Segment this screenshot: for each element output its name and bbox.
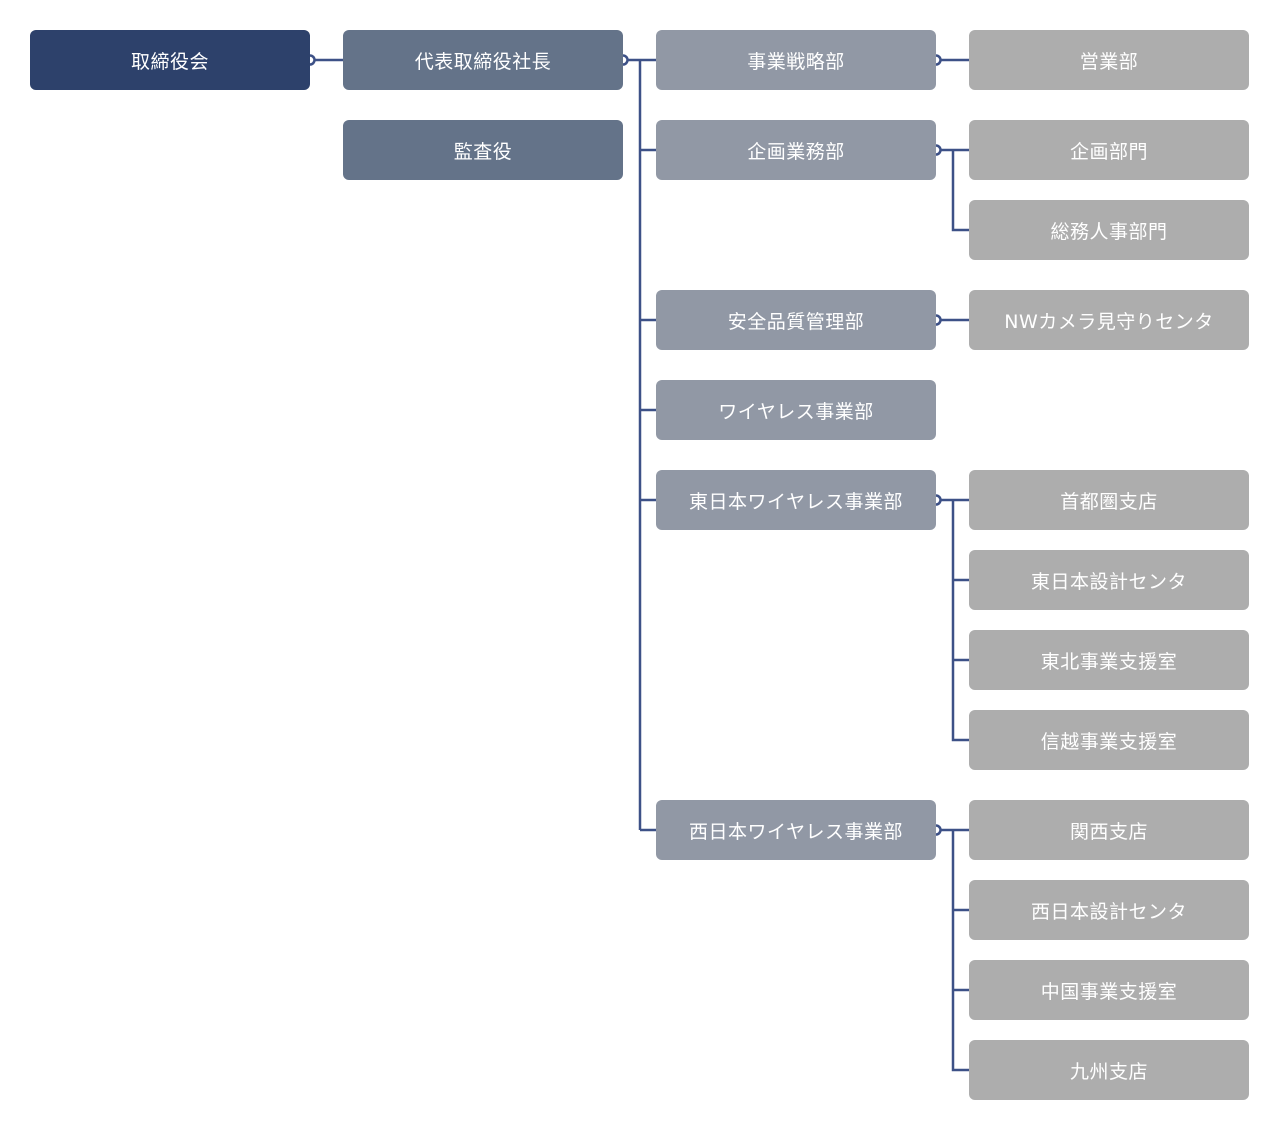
box-dept-west-wireless: 西日本ワイヤレス事業部 [656,800,936,860]
box-section-planning: 企画部門 [969,120,1249,180]
box-section-sales: 営業部 [969,30,1249,90]
box-dept-planning: 企画業務部 [656,120,936,180]
box-dept-wireless: ワイヤレス事業部 [656,380,936,440]
box-section-shutoken-branch: 首都圏支店 [969,470,1249,530]
box-board: 取締役会 [30,30,310,90]
box-section-east-design-center: 東日本設計センタ [969,550,1249,610]
box-section-nw-camera-center: NWカメラ見守りセンタ [969,290,1249,350]
box-dept-strategy: 事業戦略部 [656,30,936,90]
line-west-sections [936,828,969,1072]
box-section-west-design-center: 西日本設計センタ [969,880,1249,940]
box-section-kansai-branch: 関西支店 [969,800,1249,860]
box-section-tohoku-support: 東北事業支援室 [969,630,1249,690]
box-dept-safety-quality: 安全品質管理部 [656,290,936,350]
box-president: 代表取締役社長 [343,30,623,90]
box-dept-east-wireless: 東日本ワイヤレス事業部 [656,470,936,530]
box-section-chugoku-support: 中国事業支援室 [969,960,1249,1020]
line-east-sections [936,498,969,742]
box-section-shinetsu-support: 信越事業支援室 [969,710,1249,770]
box-section-kyushu-branch: 九州支店 [969,1040,1249,1100]
box-section-general-affairs-hr: 総務人事部門 [969,200,1249,260]
line-planning-sections [936,148,969,232]
line-president-trunk [623,58,642,830]
box-auditor: 監査役 [343,120,623,180]
